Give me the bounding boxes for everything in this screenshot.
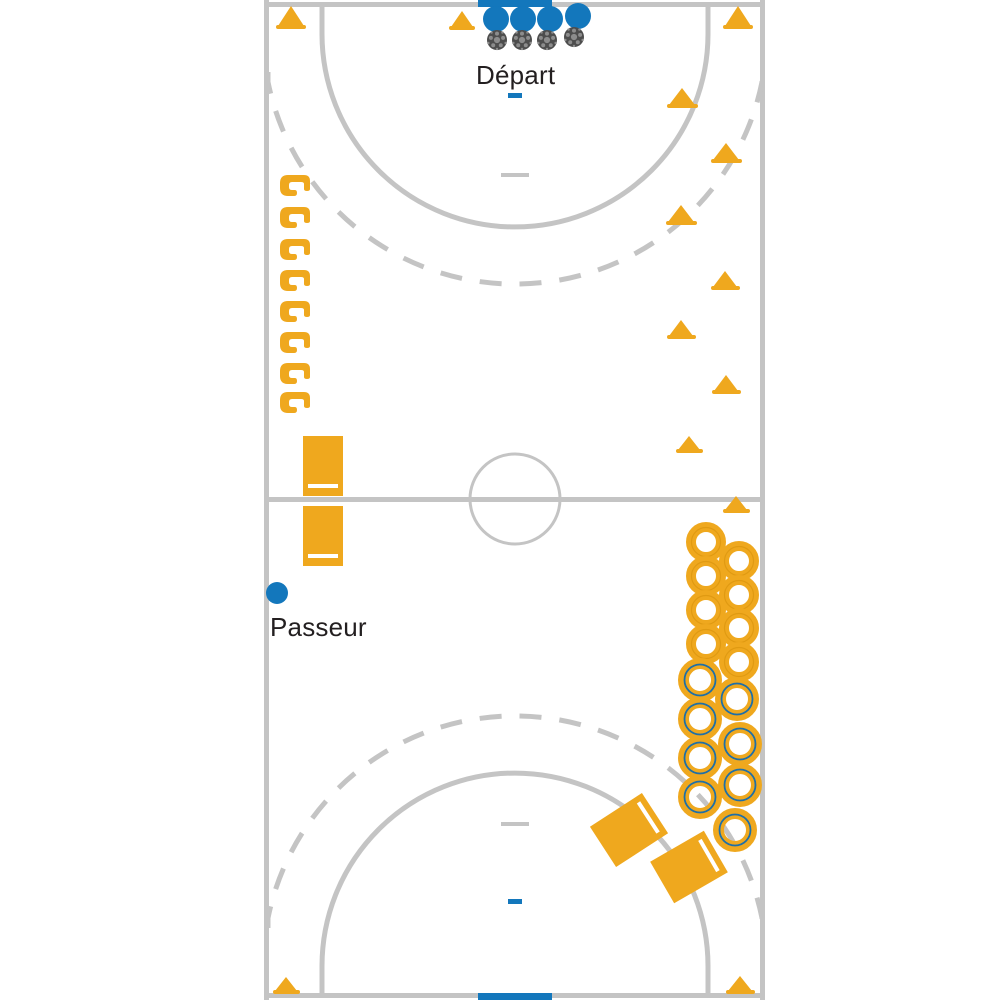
hurdle-3[interactable] <box>280 239 310 260</box>
goal-bottom <box>478 993 552 1000</box>
passeur-token[interactable] <box>266 582 288 604</box>
bench-1[interactable] <box>303 436 343 496</box>
bench-group <box>303 436 728 904</box>
ring-group <box>678 522 762 852</box>
cone-zig-1[interactable] <box>667 88 698 108</box>
cone-top-center[interactable] <box>449 11 475 30</box>
ring-15[interactable] <box>678 775 722 819</box>
cone-zig-2[interactable] <box>711 143 742 163</box>
player-token-4[interactable] <box>565 3 591 29</box>
bench-4[interactable] <box>650 830 728 904</box>
cone-zig-6[interactable] <box>712 375 741 394</box>
player-token-2[interactable] <box>510 6 536 32</box>
top-half-markings <box>265 0 765 287</box>
ring-14[interactable] <box>718 763 762 807</box>
hurdle-4[interactable] <box>280 270 310 291</box>
four-meter-mark-bottom <box>501 822 529 826</box>
cone-corner-tr[interactable] <box>723 6 753 29</box>
ring-10[interactable] <box>715 677 759 721</box>
cone-corner-tl[interactable] <box>276 6 306 29</box>
hurdle-1[interactable] <box>280 175 310 196</box>
nine-meter-line-bottom <box>265 713 765 928</box>
nine-meter-line-top <box>265 72 765 287</box>
cone-corner-bl[interactable] <box>273 977 300 994</box>
ring-12[interactable] <box>718 722 762 766</box>
seven-meter-mark-bottom <box>508 899 522 904</box>
hurdle-5[interactable] <box>280 301 310 322</box>
cone-group <box>273 6 755 994</box>
bench-2[interactable] <box>303 506 343 566</box>
ring-11[interactable] <box>678 697 722 741</box>
court-surface <box>264 0 765 1000</box>
player-group <box>266 3 591 604</box>
ring-13[interactable] <box>678 736 722 780</box>
cone-zig-8[interactable] <box>723 496 750 513</box>
ring-16[interactable] <box>713 808 757 852</box>
hurdle-8[interactable] <box>280 392 310 413</box>
player-token-3[interactable] <box>537 6 563 32</box>
center-circle <box>468 452 562 546</box>
halfway-line <box>266 497 764 502</box>
six-meter-line-top <box>319 4 711 230</box>
hurdle-group <box>280 175 310 413</box>
label-depart: Départ <box>476 60 556 90</box>
seven-meter-mark-top <box>508 93 522 98</box>
cone-zig-7[interactable] <box>676 436 703 453</box>
ring-8[interactable] <box>719 642 759 682</box>
cone-zig-4[interactable] <box>711 271 740 290</box>
hurdle-7[interactable] <box>280 363 310 384</box>
hurdle-2[interactable] <box>280 207 310 228</box>
cone-zig-3[interactable] <box>666 205 697 225</box>
cone-zig-5[interactable] <box>667 320 696 339</box>
label-passeur: Passeur <box>270 612 367 642</box>
ring-9[interactable] <box>678 658 722 702</box>
goal-top <box>478 0 552 7</box>
cone-corner-br[interactable] <box>726 976 755 994</box>
four-meter-mark-top <box>501 173 529 177</box>
hurdle-6[interactable] <box>280 332 310 353</box>
player-token-1[interactable] <box>483 6 509 32</box>
bench-3[interactable] <box>589 792 669 868</box>
